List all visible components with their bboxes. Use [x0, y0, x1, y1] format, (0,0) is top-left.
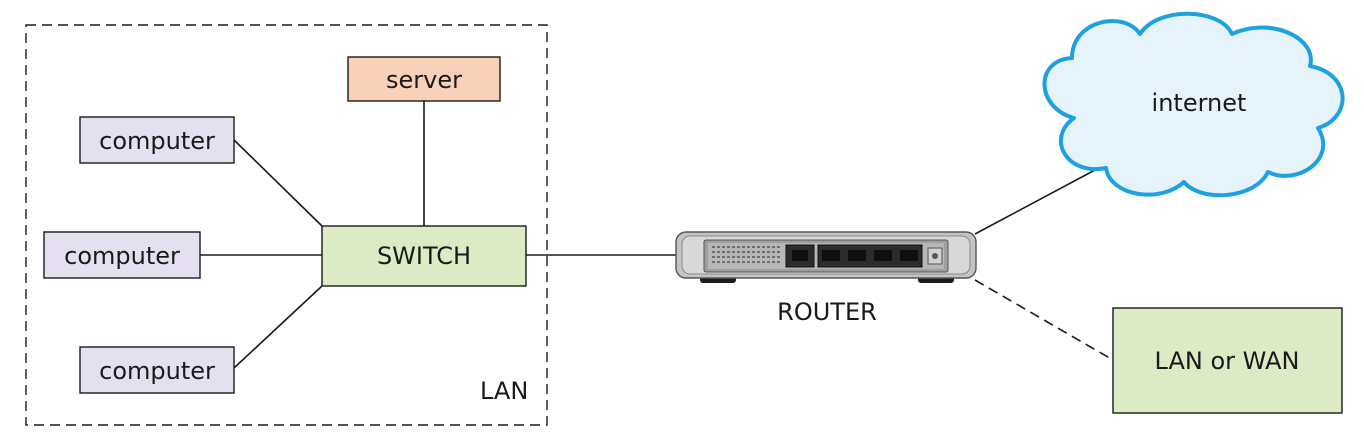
switch-box: [321, 225, 527, 287]
internet-cloud: [1042, 11, 1345, 198]
computer-bottom-label: computer: [99, 357, 215, 385]
computer-bottom-box: [79, 346, 235, 394]
server-box: [347, 56, 501, 102]
lan-label: LAN: [480, 377, 528, 405]
computer-middle-label: computer: [64, 242, 180, 270]
router-ports: [785, 244, 923, 268]
server-label: server: [386, 66, 462, 94]
switch-label: SWITCH: [377, 242, 471, 270]
link-router-internet: [974, 161, 1111, 235]
computer-top-box: [79, 116, 235, 164]
link-router-lan-or-wan: [974, 279, 1114, 361]
computer-top-label: computer: [99, 127, 215, 155]
router-icon: [675, 231, 977, 283]
lan-or-wan-label: LAN or WAN: [1155, 347, 1300, 375]
link-computer-top-switch: [233, 139, 323, 227]
link-computer-bottom-switch: [233, 285, 323, 369]
computer-middle-box: [43, 231, 201, 279]
router-label: ROUTER: [777, 298, 877, 326]
internet-label: internet: [1152, 89, 1247, 117]
lan-boundary: [25, 24, 548, 426]
lan-or-wan-box: [1112, 307, 1343, 414]
